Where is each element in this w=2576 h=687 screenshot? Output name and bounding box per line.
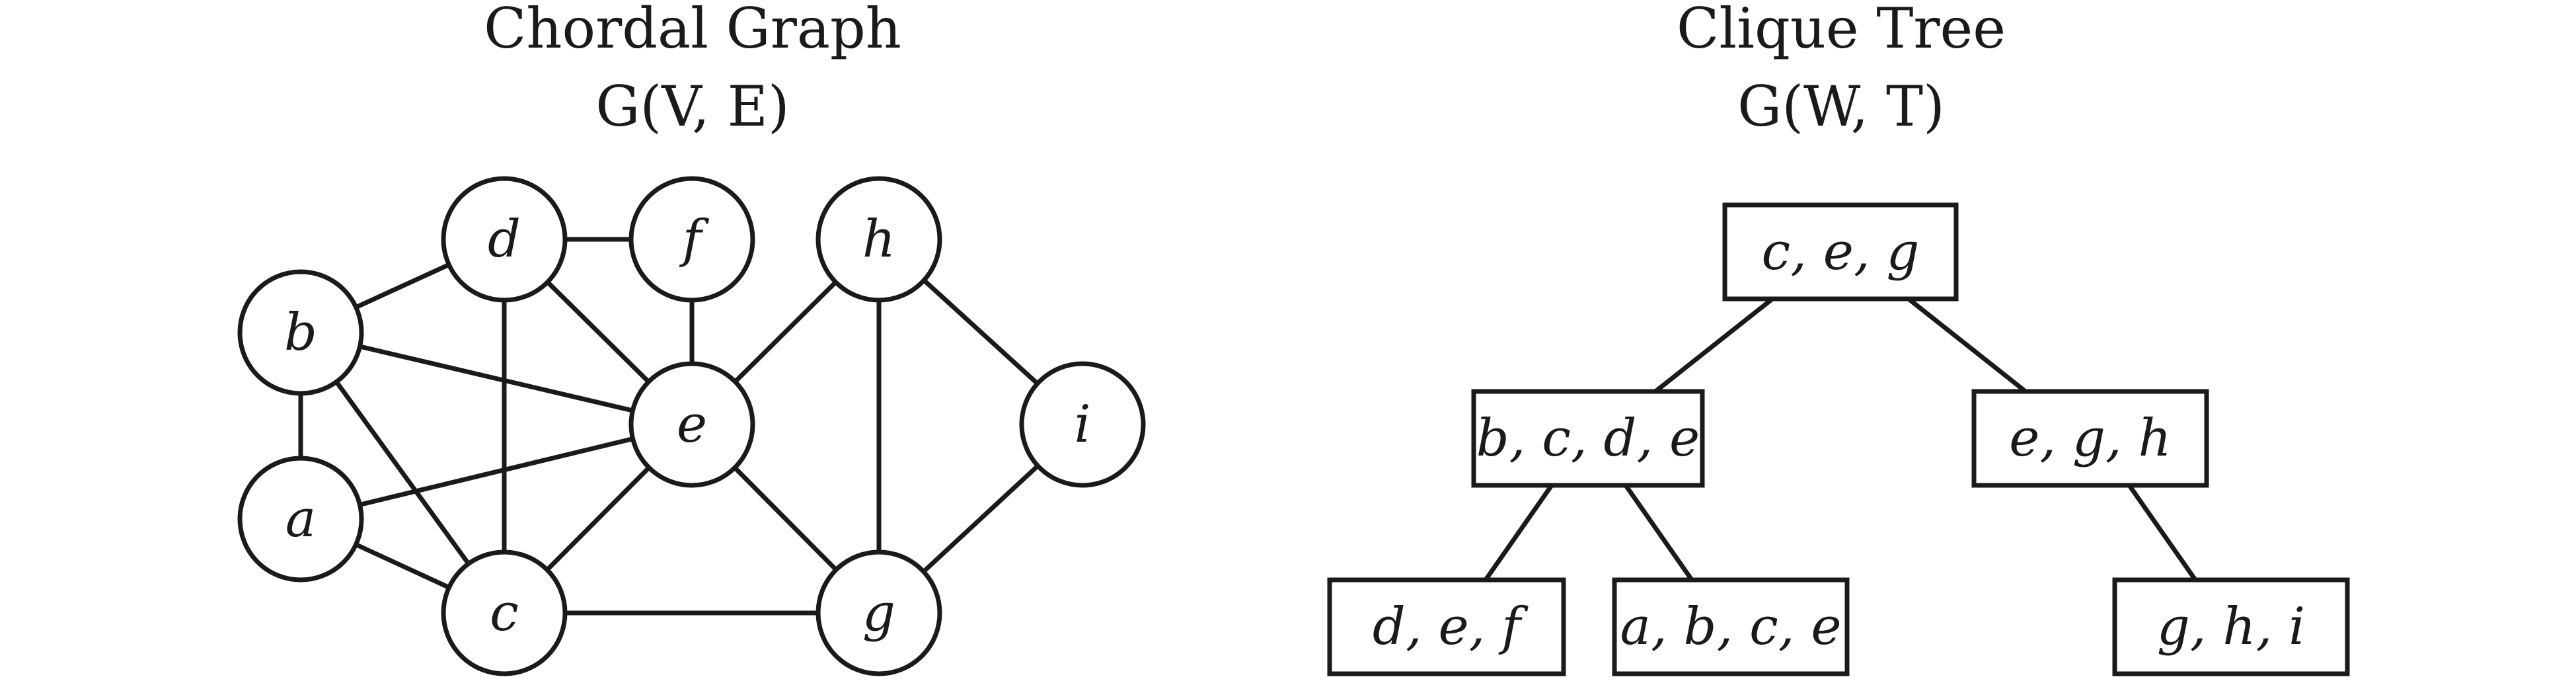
clique-label: d, e, f bbox=[1373, 597, 1529, 657]
clique-label: c, e, g bbox=[1762, 222, 1920, 282]
graph-node-g: g bbox=[815, 549, 942, 676]
clique-box bbox=[1971, 389, 2209, 488]
clique-box bbox=[2112, 577, 2350, 676]
graph-edge-b-e bbox=[300, 330, 693, 427]
graph-node-e: e bbox=[628, 361, 755, 488]
clique-node-ghi: g, h, i bbox=[2112, 577, 2350, 676]
graph-node-circle bbox=[815, 549, 942, 676]
graph-node-c: c bbox=[441, 549, 568, 676]
graph-edge-a-e bbox=[300, 422, 693, 522]
graph-node-d: d bbox=[441, 176, 568, 303]
graph-node-label: d bbox=[488, 210, 521, 269]
tree-title: Clique Tree bbox=[1677, 0, 2006, 61]
graph-node-circle bbox=[628, 361, 755, 488]
clique-node-ceg: c, e, g bbox=[1722, 202, 1959, 302]
tree-edge-egh-ghi bbox=[2127, 483, 2197, 582]
graph-node-b: b bbox=[237, 269, 364, 396]
graph-node-a: a bbox=[237, 456, 364, 583]
graph-node-label: a bbox=[285, 489, 317, 549]
clique-node-abce: a, b, c, e bbox=[1612, 577, 1850, 676]
clique-tree-panel: Clique Tree G(W, T) c, e, g b, c, d, e e, … bbox=[1327, 0, 2350, 676]
tree-edge-bcde-abce bbox=[1624, 483, 1694, 582]
graph-node-circle bbox=[237, 456, 364, 583]
graph-node-circle bbox=[441, 549, 568, 676]
graph-node-circle bbox=[628, 176, 755, 303]
clique-box bbox=[1327, 577, 1566, 676]
graph-node-label: c bbox=[490, 583, 519, 643]
graph-nodes: a b c d e f g h i bbox=[237, 176, 1146, 676]
graph-subtitle: G(V, E) bbox=[595, 74, 789, 139]
tree-edge-ceg-bcde bbox=[1653, 297, 1774, 393]
clique-box bbox=[1471, 389, 1705, 488]
clique-label: b, c, d, e bbox=[1476, 409, 1700, 468]
clique-node-egh: e, g, h bbox=[1971, 389, 2209, 488]
graph-node-circle bbox=[1019, 361, 1146, 488]
graph-node-circle bbox=[815, 176, 942, 303]
chordal-graph-panel: Chordal Graph G(V, E) a b c d e f g h i bbox=[237, 0, 1146, 676]
graph-node-label: b bbox=[284, 303, 317, 362]
graph-node-label: i bbox=[1075, 395, 1091, 454]
graph-node-i: i bbox=[1019, 361, 1146, 488]
clique-node-def: d, e, f bbox=[1327, 577, 1566, 676]
graph-node-h: h bbox=[815, 176, 942, 303]
graph-node-f: f bbox=[628, 176, 755, 303]
clique-box bbox=[1722, 202, 1959, 302]
graph-node-label: e bbox=[677, 395, 707, 454]
clique-label: a, b, c, e bbox=[1620, 597, 1841, 657]
graph-node-label: h bbox=[862, 210, 895, 269]
clique-box bbox=[1612, 577, 1850, 676]
graph-node-circle bbox=[441, 176, 568, 303]
graph-node-circle bbox=[237, 269, 364, 396]
graph-title: Chordal Graph bbox=[484, 0, 901, 61]
clique-node-bcde: b, c, d, e bbox=[1471, 389, 1705, 488]
tree-subtitle: G(W, T) bbox=[1737, 74, 1945, 139]
tree-edges bbox=[1484, 297, 2197, 582]
tree-edge-bcde-def bbox=[1484, 483, 1554, 582]
tree-edge-ceg-egh bbox=[1907, 297, 2027, 393]
graph-node-label: g bbox=[862, 583, 895, 643]
clique-label: g, h, i bbox=[2157, 597, 2305, 657]
clique-label: e, g, h bbox=[2009, 409, 2172, 468]
tree-nodes: c, e, g b, c, d, e e, g, h d, e, f a, b, c, … bbox=[1327, 202, 2350, 676]
